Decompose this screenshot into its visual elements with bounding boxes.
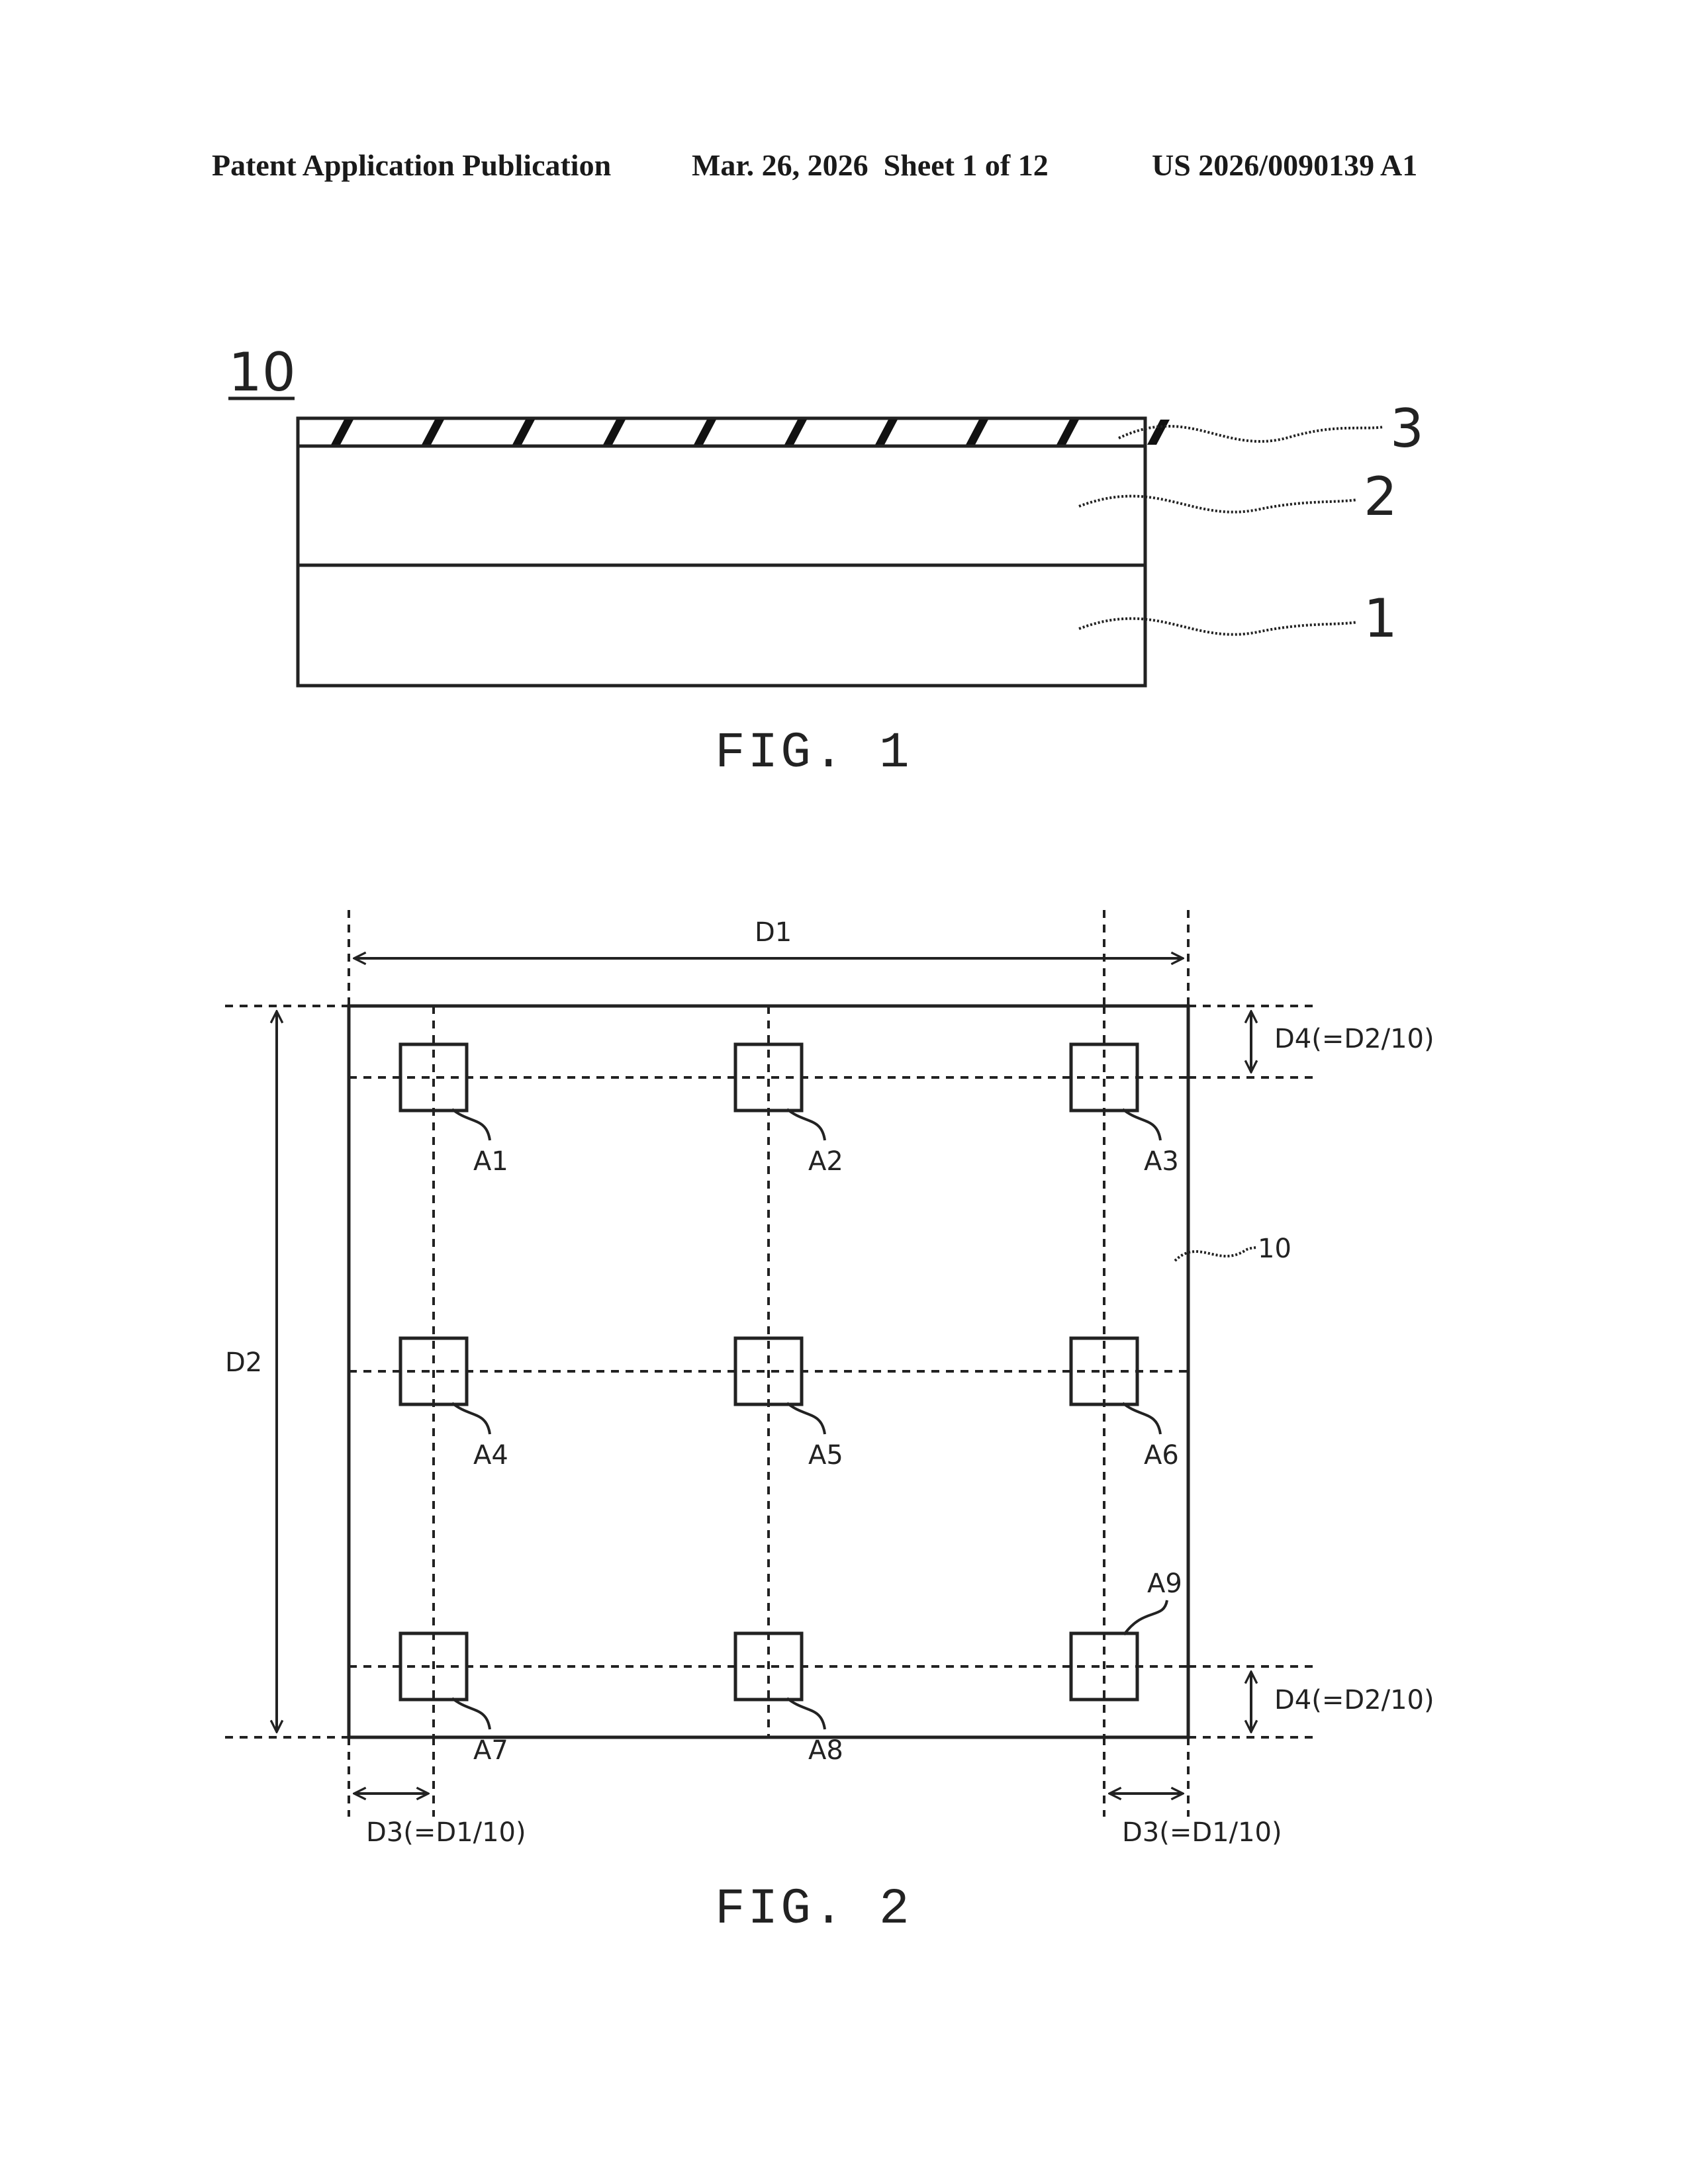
fig2-caption: FIG. 2 — [715, 1881, 912, 1938]
hatch-mark — [694, 420, 716, 445]
fig2-areas: A1 A2 A3A4 A5 A6A7 A8 A9 — [400, 1044, 1182, 1766]
fig2-label-d3-left: D3(=D1/10) — [366, 1817, 526, 1848]
label-a5: A5 — [808, 1440, 843, 1471]
label-a7: A7 — [473, 1735, 508, 1766]
fig2-label-d4-bottom: D4(=D2/10) — [1274, 1685, 1434, 1715]
fig2-label-d3-right: D3(=D1/10) — [1122, 1817, 1282, 1848]
leader-a7 — [452, 1698, 490, 1729]
label-a4: A4 — [473, 1440, 508, 1471]
fig2-label-d1: D1 — [755, 917, 792, 948]
label-a6: A6 — [1144, 1440, 1179, 1471]
header-publication: Patent Application Publication — [212, 148, 611, 182]
hatch-mark — [784, 420, 807, 445]
fig1-diagram: 10 3 2 1 FIG. 1 — [228, 341, 1424, 782]
leader-a3 — [1123, 1109, 1160, 1140]
fig1-layer-3-hatch — [331, 420, 1170, 445]
leader-a2 — [787, 1109, 825, 1140]
leader-a6 — [1123, 1403, 1160, 1434]
fig1-leader-1 — [1079, 619, 1357, 635]
leader-a1 — [452, 1109, 490, 1140]
hatch-mark — [331, 420, 353, 445]
label-a9: A9 — [1147, 1569, 1182, 1599]
label-a1: A1 — [473, 1146, 508, 1177]
hatch-mark — [422, 420, 444, 445]
fig1-layer-2 — [298, 446, 1145, 565]
fig1-layer-1 — [298, 565, 1145, 686]
fig2-label-10: 10 — [1258, 1234, 1291, 1264]
label-a8: A8 — [808, 1735, 843, 1766]
fig1-label-2: 2 — [1364, 466, 1397, 527]
leader-a4 — [452, 1403, 490, 1434]
hatch-mark — [512, 420, 535, 445]
header-number: US 2026/0090139 A1 — [1152, 148, 1417, 182]
fig2-label-d2: D2 — [225, 1347, 262, 1378]
fig1-label-1: 1 — [1364, 588, 1397, 649]
leader-a9 — [1124, 1600, 1167, 1635]
hatch-mark — [1056, 420, 1079, 445]
fig2-diagram: D1 D2 D4(=D2/10) D4(=D2/10) D3(=D1/10) D… — [225, 910, 1434, 1938]
label-a3: A3 — [1144, 1146, 1179, 1177]
hatch-mark — [603, 420, 626, 445]
header-date-sheet: Mar. 26, 2026 Sheet 1 of 12 — [692, 148, 1049, 182]
fig1-label-3: 3 — [1390, 398, 1424, 459]
hatch-mark — [1147, 420, 1170, 445]
hatch-mark — [875, 420, 898, 445]
leader-a5 — [787, 1403, 825, 1434]
fig2-label-d4-top: D4(=D2/10) — [1274, 1024, 1434, 1054]
hatch-mark — [966, 420, 988, 445]
fig1-caption: FIG. 1 — [715, 725, 912, 782]
fig1-ref-10: 10 — [228, 341, 296, 403]
label-a2: A2 — [808, 1146, 843, 1177]
leader-a8 — [787, 1698, 825, 1729]
fig1-leader-2 — [1079, 496, 1357, 512]
